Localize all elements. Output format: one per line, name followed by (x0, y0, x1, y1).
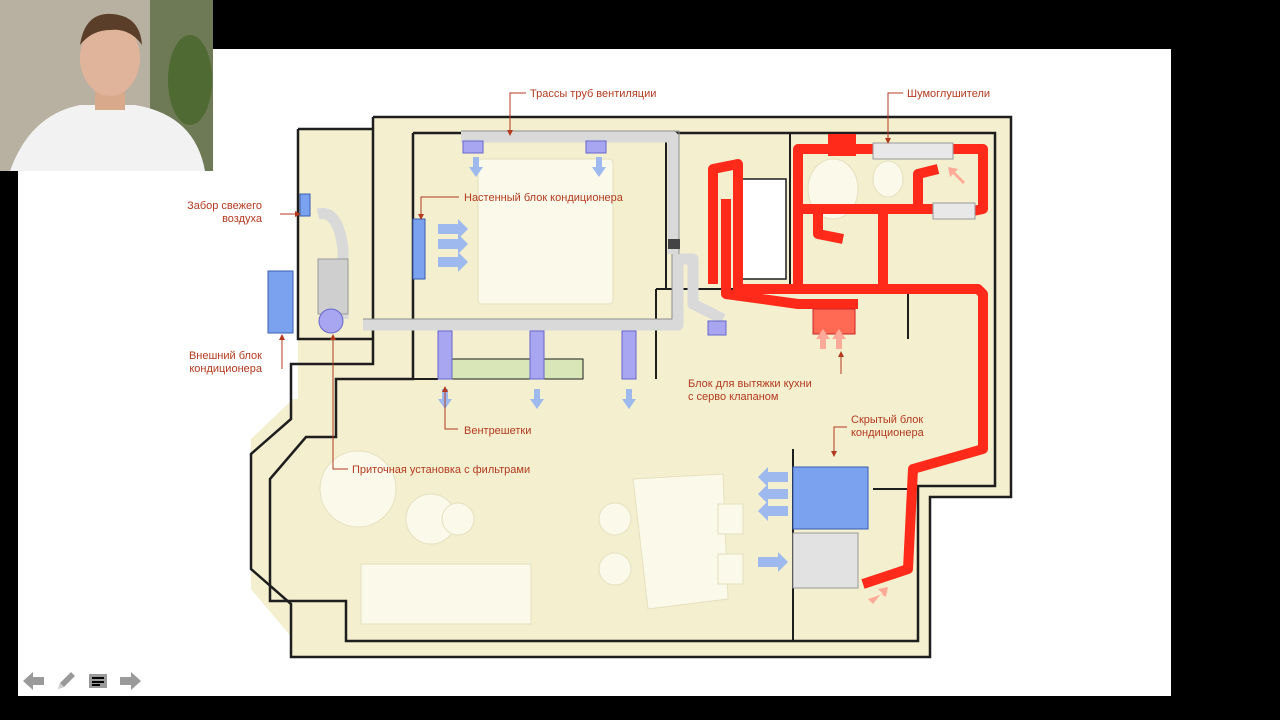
ac-units (267, 193, 869, 530)
hidden-ac-plenum (792, 532, 859, 589)
label-silencers: Шумоглушители (907, 88, 990, 100)
previous-slide-button[interactable] (22, 669, 46, 693)
exhaust-fan (828, 134, 856, 156)
damper (668, 239, 680, 249)
label-hidden-unit-2: кондиционера (851, 427, 925, 439)
label-outdoor-unit-2: кондиционера (189, 363, 263, 375)
label-ventilation-routes: Трассы труб вентиляции (530, 88, 656, 100)
label-vent-grilles: Вентрешетки (464, 425, 531, 437)
pen-tool-button[interactable] (54, 669, 78, 693)
vent-grilles (437, 140, 727, 380)
supply-unit (317, 258, 349, 315)
label-fresh-air-intake-1: Забор свежего (187, 200, 262, 212)
outer-walls (249, 115, 1013, 659)
ventilation-floor-plan: Трассы труб вентиляции Шумоглушители Заб… (187, 88, 1013, 659)
next-slide-button[interactable] (118, 669, 142, 693)
silencer (872, 142, 954, 160)
presentation-slide: Трассы труб вентиляции Шумоглушители Заб… (18, 49, 1171, 696)
pencil-icon (58, 672, 75, 689)
label-kitchen-exhaust-2: с серво клапаном (688, 391, 779, 403)
label-supply-unit: Приточная установка с фильтрами (352, 464, 530, 476)
slide-toolbar (22, 668, 142, 694)
airflow-arrows (438, 157, 788, 572)
webcam-video (0, 0, 213, 171)
partition (437, 358, 584, 380)
label-hidden-unit-1: Скрытый блок (851, 414, 923, 426)
furniture (319, 158, 904, 625)
supply-fan (318, 308, 344, 334)
exhaust-arrows (816, 167, 965, 604)
label-leaders (279, 92, 903, 470)
supply-ducts (316, 131, 726, 331)
arrow-right-icon (120, 672, 141, 690)
notes-button[interactable] (86, 669, 110, 693)
label-outdoor-unit-1: Внешний блок (189, 350, 262, 362)
label-kitchen-exhaust-1: Блок для вытяжки кухни (688, 378, 812, 390)
notes-icon (89, 674, 107, 688)
silencer (932, 202, 976, 220)
supply-duct-outline (363, 130, 680, 320)
kitchen-exhaust-unit (812, 308, 856, 335)
arrow-left-icon (23, 672, 44, 690)
label-wall-ac-unit: Настенный блок кондиционера (464, 192, 624, 204)
label-fresh-air-intake-2: воздуха (222, 213, 263, 225)
